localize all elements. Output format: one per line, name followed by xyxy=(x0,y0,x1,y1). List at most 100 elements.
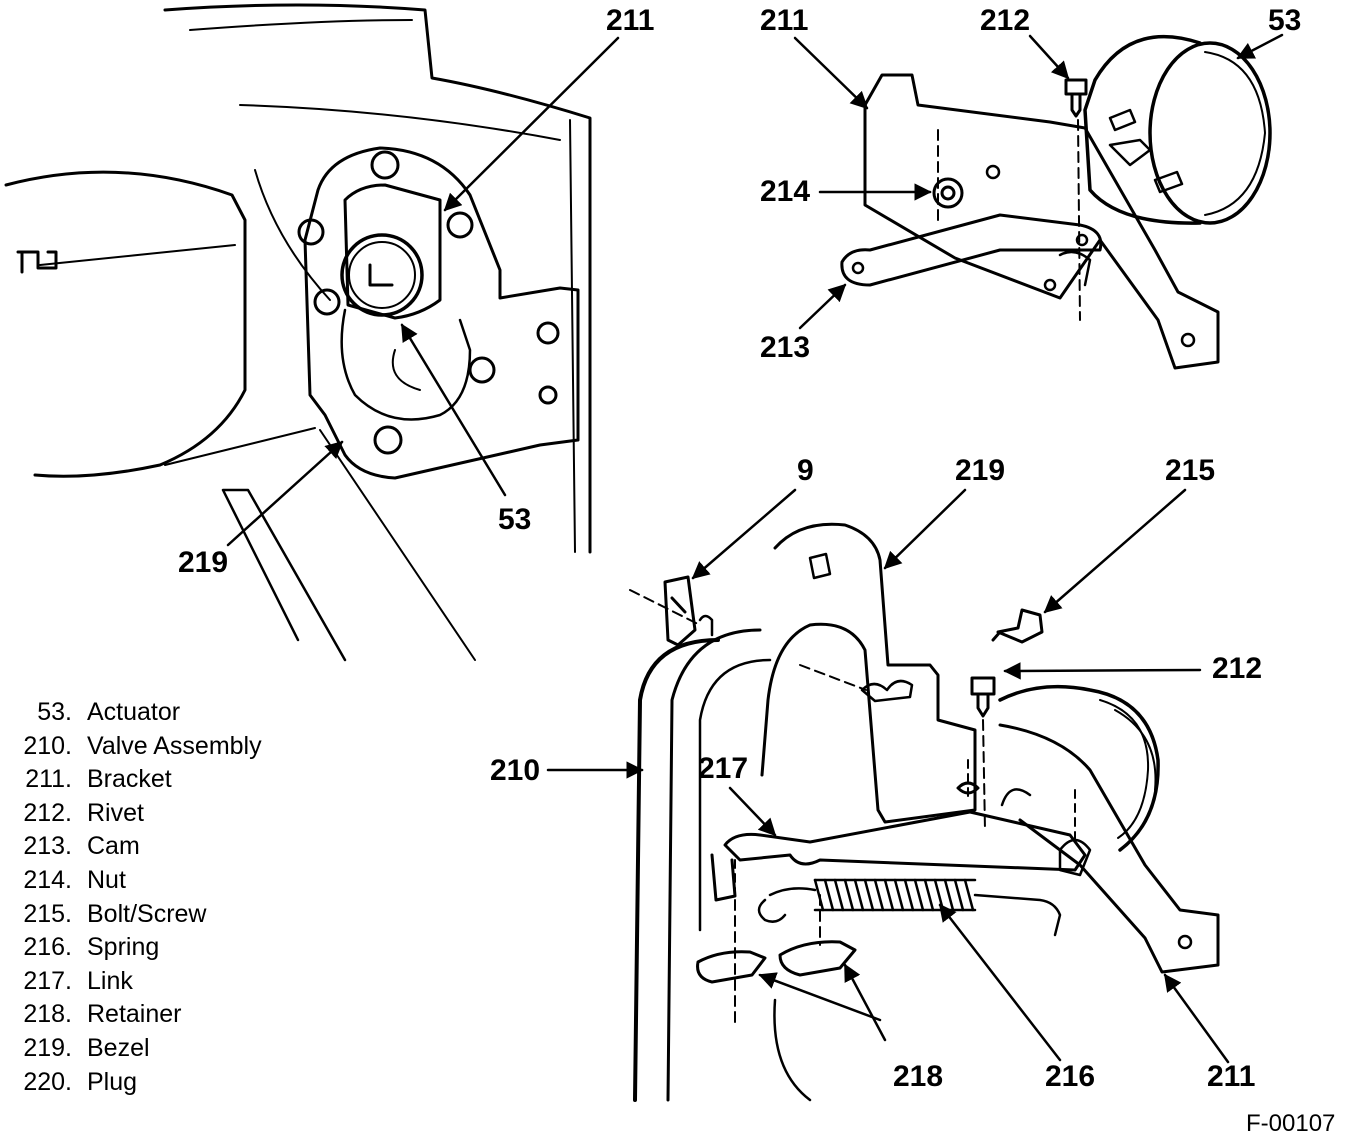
leader-line xyxy=(445,38,618,210)
leader-line xyxy=(228,442,344,545)
rivet-lower[interactable] xyxy=(972,678,994,716)
legend-number: 212. xyxy=(23,798,72,827)
bezel-tab xyxy=(862,681,912,701)
cam-pivot xyxy=(853,263,863,273)
view-bracket-assembly xyxy=(842,37,1270,368)
actuator-cap-inner xyxy=(349,242,415,308)
bracket-lower-arch xyxy=(1002,789,1030,805)
bezel-mounting-bolts[interactable] xyxy=(299,152,558,453)
view-installed xyxy=(6,5,590,660)
legend-number: 216. xyxy=(23,933,72,962)
callout-clip-view3: 9 xyxy=(797,454,814,487)
actuator-canister-ring xyxy=(1115,710,1156,790)
callout-rivet-view3: 212 xyxy=(1212,652,1263,685)
valve-hose-outer[interactable] xyxy=(635,640,718,1100)
body-panel-outline xyxy=(165,5,590,552)
legend-label: Nut xyxy=(87,865,126,894)
legend-row: 220. Plug xyxy=(10,1066,330,1100)
callout-bolt-view3: 215 xyxy=(1165,454,1216,487)
wheel-housing-seam xyxy=(40,245,235,265)
valve-body-inner xyxy=(393,350,420,390)
sill-edge xyxy=(223,490,345,660)
retainer-right[interactable] xyxy=(780,942,855,975)
leader-line xyxy=(1236,35,1282,58)
bezel[interactable] xyxy=(762,524,975,822)
leader-line xyxy=(940,903,1060,1060)
body-panel-trim xyxy=(570,120,575,552)
legend-number: 214. xyxy=(23,865,72,894)
legend-row: 214. Nut xyxy=(10,864,330,898)
legend-number: 213. xyxy=(23,832,72,861)
callout-actuator-view2: 53 xyxy=(1268,4,1302,37)
small-nut xyxy=(958,783,978,793)
legend-label: Cam xyxy=(87,832,140,861)
callout-bracket-view2: 211 xyxy=(760,4,809,37)
body-panel-crease xyxy=(240,105,560,140)
callout-cam-view2: 213 xyxy=(760,331,811,364)
bracket-plate[interactable] xyxy=(865,75,1218,368)
callout-bracket-view3: 211 xyxy=(1207,1060,1256,1093)
actuator-canister-face[interactable] xyxy=(1150,43,1270,223)
leader-line xyxy=(883,490,965,568)
actuator-studs xyxy=(1110,110,1182,192)
legend-row: 212.Rivet xyxy=(10,797,330,831)
bracket-lower-hole xyxy=(1179,936,1191,948)
legend-number: 217. xyxy=(23,966,72,995)
bolt-screw[interactable] xyxy=(993,610,1042,642)
cam-lever[interactable] xyxy=(842,215,1101,285)
legend-label: Link xyxy=(87,966,133,995)
leader-line xyxy=(691,490,795,578)
legend-label: Actuator xyxy=(87,698,181,726)
legend-row: 211.Bracket xyxy=(10,763,330,797)
legend-row: 213. Cam xyxy=(10,830,330,864)
callout-bracket-view1: 211 xyxy=(606,4,655,37)
bracket-nut[interactable] xyxy=(934,179,962,207)
bezel-plate[interactable] xyxy=(305,148,578,478)
spring[interactable] xyxy=(770,880,1060,935)
legend-label: Retainer xyxy=(87,1000,182,1029)
callout-link-view3: 217 xyxy=(698,752,749,785)
cam-clip xyxy=(1060,252,1090,285)
valve-body xyxy=(342,310,470,420)
actuator-housing[interactable] xyxy=(345,185,440,318)
actuator-canister-body[interactable] xyxy=(1085,37,1200,223)
legend-row: 218. Retainer xyxy=(10,998,330,1032)
bezel-slot xyxy=(810,554,830,578)
leader-line xyxy=(758,972,880,1020)
legend-row: 219. Bezel xyxy=(10,1032,330,1066)
body-panel-edge xyxy=(190,20,412,30)
legend-number: 210. xyxy=(23,731,72,760)
spring-hook xyxy=(759,900,785,922)
bracket-hole xyxy=(1045,280,1055,290)
actuator-cap-logo xyxy=(370,265,392,285)
valve-hose-lower xyxy=(774,1000,810,1100)
legend-number: 211. xyxy=(25,765,72,794)
legend-label: Spring xyxy=(87,933,160,962)
legend-number: 218. xyxy=(23,1000,72,1029)
link-arm[interactable] xyxy=(725,812,1085,870)
leader-line xyxy=(800,285,847,328)
leader-line xyxy=(795,38,869,108)
retainer-left[interactable] xyxy=(698,952,765,982)
rivet[interactable] xyxy=(1066,80,1086,116)
actuator-canister[interactable] xyxy=(1000,687,1158,850)
leader-line xyxy=(402,323,505,495)
clip-retainer[interactable] xyxy=(665,577,695,645)
link-end xyxy=(1060,840,1090,875)
clip-stud xyxy=(700,616,712,635)
link-clip xyxy=(712,855,735,900)
legend-row: 210.Valve Assembly xyxy=(10,730,330,764)
panel-diagonal xyxy=(255,170,330,300)
legend-number: 220. xyxy=(23,1067,72,1096)
legend-number: 219. xyxy=(23,1033,72,1062)
legend-label: Plug xyxy=(87,1067,138,1096)
actuator-cap[interactable] xyxy=(342,235,422,315)
bracket-lower[interactable] xyxy=(1000,725,1218,972)
floor-line xyxy=(165,428,315,465)
legend-label: Bezel xyxy=(87,1033,150,1062)
callout-bezel-view1: 219 xyxy=(178,546,229,579)
leader-line xyxy=(1030,36,1068,80)
rivet-centerline xyxy=(1078,120,1080,320)
legend-row: 215.Bolt/Screw xyxy=(10,898,330,932)
